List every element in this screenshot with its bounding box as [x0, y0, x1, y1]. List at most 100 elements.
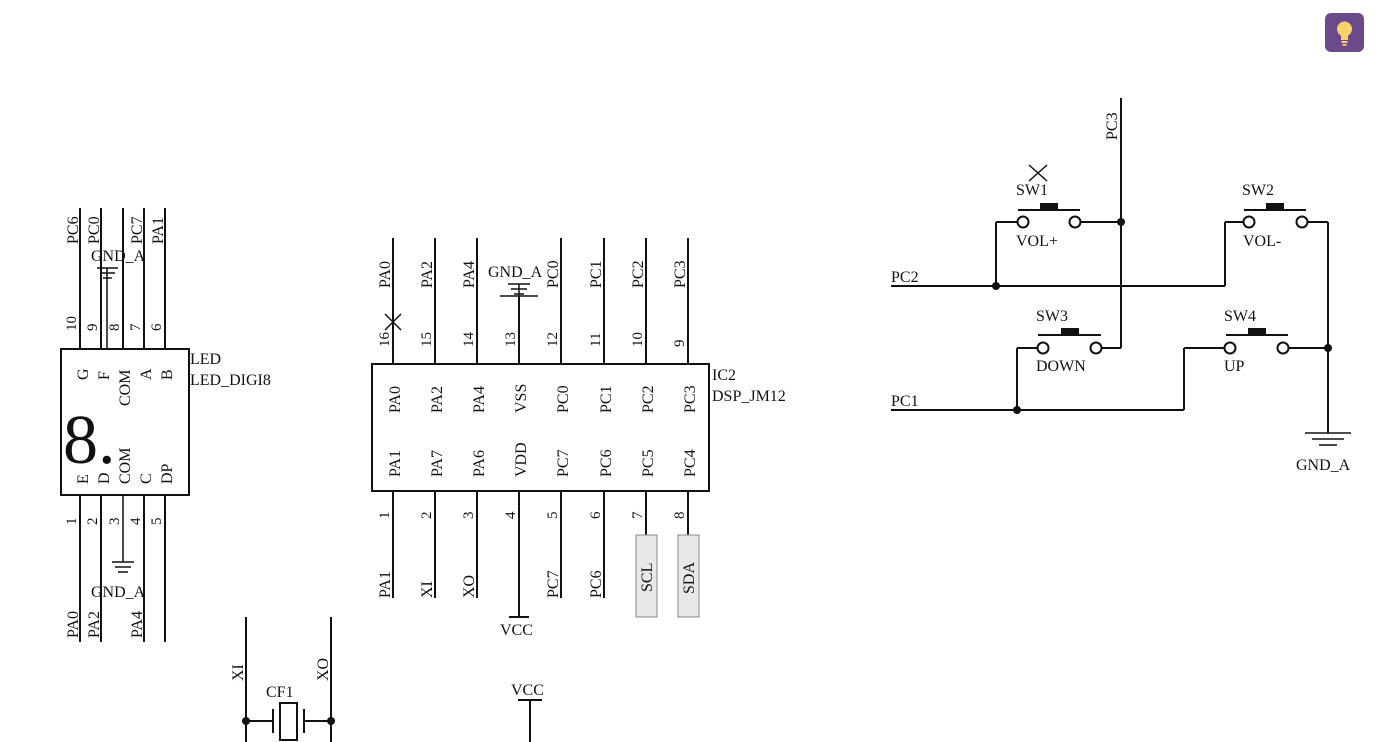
ic-ref: IC2: [712, 367, 736, 384]
ic-top-net-pc1: PC1: [588, 260, 605, 288]
led-top-pin-5: 6: [149, 323, 165, 331]
ic-label-vss: VSS: [513, 384, 530, 413]
sw1-ref: SW1: [1016, 182, 1048, 199]
led-label-com-top: COM: [117, 370, 134, 406]
crystal-net-xi: XI: [230, 664, 247, 681]
ic-pin-11: 11: [588, 333, 604, 347]
ic-pin-1: 1: [377, 512, 393, 520]
ic-bottom-net-xo: XO: [461, 575, 478, 598]
ic-label-pc4: PC4: [682, 449, 699, 477]
led-label-d: D: [96, 472, 113, 484]
led-value: LED_DIGI8: [190, 372, 271, 389]
ic-pin-15: 15: [419, 332, 435, 347]
ic-label-pa6: PA6: [471, 450, 488, 477]
scl-label: SCL: [639, 563, 656, 592]
net-pc3: PC3: [1104, 112, 1121, 140]
ic-pin-4: 4: [503, 511, 519, 519]
ic-label-pa0: PA0: [387, 386, 404, 413]
ic-pin-6: 6: [588, 511, 604, 519]
led-bottom-net-2: PA2: [86, 611, 103, 638]
switch-matrix: PC3 SW1 VOL+ SW2 VOL- PC2 SW3 DO: [891, 98, 1351, 474]
ic-bottom-vcc: VCC: [500, 622, 533, 639]
ic-pin-7: 7: [630, 511, 646, 519]
led-ref: LED: [190, 351, 221, 368]
led-label-b: B: [159, 369, 176, 380]
net-pc2: PC2: [891, 269, 919, 286]
ic-label-pa7: PA7: [429, 450, 446, 477]
led-bottom-pin-3: 3: [107, 518, 123, 526]
ic-label-pc5: PC5: [640, 449, 657, 477]
led-glyph: 8.: [63, 402, 116, 479]
ic-label-pc0: PC0: [555, 385, 572, 413]
hint-button[interactable]: [1325, 13, 1364, 52]
lightbulb-icon: [1337, 21, 1352, 46]
ic-top-net-pc2: PC2: [630, 260, 647, 288]
vcc-label: VCC: [511, 682, 544, 699]
led-bottom-net-3: PA4: [129, 611, 146, 638]
sw2-label: VOL-: [1243, 233, 1281, 250]
ic-body: [371, 363, 710, 492]
ic-label-pc2: PC2: [640, 385, 657, 413]
ic-label-pc1: PC1: [598, 385, 615, 413]
sw4-ref: SW4: [1224, 308, 1256, 325]
ic-top-net-pa0: PA0: [377, 261, 394, 288]
ic-label-pa2: PA2: [429, 386, 446, 413]
ic-top-net-pa2: PA2: [419, 261, 436, 288]
led-top-gnd: GND_A: [91, 248, 146, 265]
crystal-component: CF1 XI XO: [230, 617, 335, 742]
ic-pin-10: 10: [630, 332, 646, 347]
ic-pin-2: 2: [419, 512, 435, 520]
ic-pin-14: 14: [461, 332, 477, 348]
led-bottom-pin-5: 5: [149, 518, 165, 526]
led-label-dp: DP: [159, 463, 176, 484]
led-label-c: C: [138, 473, 155, 484]
sw1-label: VOL+: [1016, 233, 1058, 250]
net-pc1: PC1: [891, 393, 919, 410]
crystal-net-xo: XO: [315, 658, 332, 681]
ic-component: IC2 DSP_JM12 GND_A PA0 PA2 PA4 PC0 PC1 P…: [371, 238, 786, 639]
led-label-e: E: [75, 474, 92, 484]
sda-label: SDA: [681, 562, 698, 594]
ic-bottom-net-xi: XI: [419, 581, 436, 598]
sw2-ref: SW2: [1242, 182, 1274, 199]
ic-pin-16: 16: [377, 332, 393, 348]
ic-pin-9: 9: [672, 340, 688, 348]
sw3-ref: SW3: [1036, 308, 1068, 325]
led-body: [60, 348, 190, 496]
ic-top-net-pc0: PC0: [545, 260, 562, 288]
ic-bottom-net-pc6: PC6: [588, 570, 605, 598]
led-top-pin-1: 10: [64, 316, 80, 331]
led-bottom-pin-1: 1: [64, 518, 80, 526]
ic-label-pa1: PA1: [387, 450, 404, 477]
ic-label-vdd: VDD: [513, 442, 530, 477]
ic-bottom-net-pc7: PC7: [545, 570, 562, 598]
led-top-pin-3: 8: [107, 324, 123, 332]
led-top-pin-4: 7: [128, 323, 144, 331]
ic-pin-5: 5: [545, 512, 561, 520]
ic-pin-3: 3: [461, 512, 477, 520]
led-top-net-1: PC6: [65, 216, 82, 244]
sw4-label: UP: [1224, 358, 1245, 375]
ic-value: DSP_JM12: [712, 388, 786, 405]
sda-port: [677, 534, 700, 618]
switch-gnd: GND_A: [1296, 457, 1351, 474]
crystal-ref: CF1: [266, 684, 294, 701]
sw3-label: DOWN: [1036, 358, 1086, 375]
ic-label-pc3: PC3: [682, 385, 699, 413]
ic-label-pc7: PC7: [555, 449, 572, 477]
vcc-power-symbol: VCC: [511, 682, 544, 742]
led-top-net-3: PC7: [129, 216, 146, 244]
led-top-net-2: PC0: [86, 216, 103, 244]
led-bottom-pin-2: 2: [85, 518, 101, 526]
led-top-pin-2: 9: [85, 324, 101, 332]
led-label-f: F: [96, 371, 113, 380]
ic-pin-13: 13: [503, 332, 519, 347]
led-bottom-pin-4: 4: [128, 517, 144, 525]
ic-pin-12: 12: [545, 332, 561, 347]
led-top-net-4: PA1: [150, 217, 167, 244]
ic-label-pc6: PC6: [598, 449, 615, 477]
ic-bottom-net-pa1: PA1: [377, 571, 394, 598]
led-bottom-net-1: PA0: [65, 611, 82, 638]
ic-pin-8: 8: [672, 512, 688, 520]
